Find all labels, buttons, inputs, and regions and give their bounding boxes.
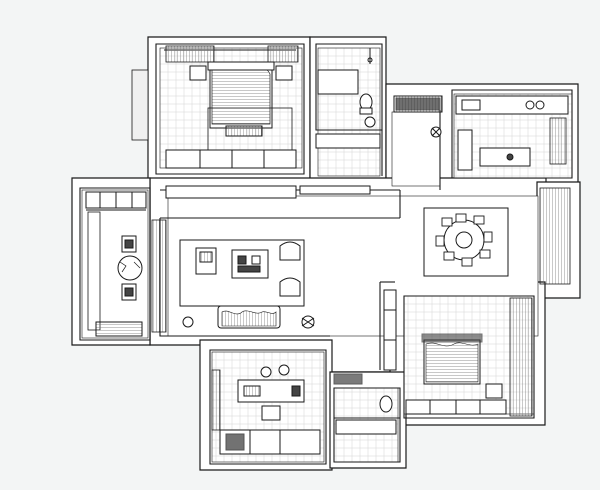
bathroom-south-fixtures [333, 373, 397, 435]
master-headboard [207, 61, 275, 71]
hall-cabinet [299, 185, 371, 195]
bath-doorway [333, 373, 363, 385]
entry-door [395, 97, 441, 111]
kitchen-hob [525, 100, 535, 110]
window-living-west [151, 219, 167, 333]
bathroom-north-fixtures [315, 48, 381, 149]
coffee-table [231, 249, 269, 279]
living-furniture [179, 239, 397, 371]
dining-chairs [435, 213, 493, 267]
tv-cabinet [383, 289, 397, 371]
windows [87, 45, 571, 431]
vanity-north [315, 133, 381, 149]
window-master-west [131, 69, 149, 141]
bedroom-east-nightstand [485, 383, 503, 399]
lounge-chair-2 [279, 277, 301, 297]
bedroom-east-furniture [405, 333, 507, 415]
kitchen-furniture [455, 95, 569, 171]
master-bedroom-furniture [165, 61, 297, 169]
window-kitchen-east [549, 117, 567, 165]
study-furniture [85, 191, 147, 337]
bedroom-south-chair [261, 405, 281, 421]
kitchen-fridge [457, 129, 473, 171]
study-planter [95, 321, 143, 337]
nightstand-left [189, 65, 207, 81]
nightstand-right [275, 65, 293, 81]
bedroom-south-furniture [219, 364, 321, 455]
shower-north [317, 69, 359, 95]
pendant-lamp-2 [278, 364, 290, 376]
window-bedroom-east [509, 297, 533, 417]
pendant-lamp-1 [260, 366, 272, 378]
vanity-south [335, 419, 397, 435]
living-plant-left [182, 316, 194, 328]
window-master-north-2 [267, 45, 299, 63]
study-side-table [117, 255, 143, 281]
master-bench [225, 125, 263, 137]
window-balcony-east [539, 187, 571, 285]
kitchen-island [479, 147, 531, 167]
dining-furniture [423, 207, 509, 277]
inner-walls [79, 43, 573, 465]
master-wardrobe [165, 149, 297, 169]
entry-area [165, 95, 443, 199]
hallway-floor [391, 111, 441, 187]
kitchen-sink [461, 99, 481, 111]
sink-north [364, 116, 376, 128]
window-bedroom-south-west [211, 369, 221, 431]
hall-console [165, 185, 297, 199]
lounge-chair-1 [279, 241, 301, 261]
window-master-north [165, 45, 215, 63]
toilet-south [379, 395, 393, 413]
window-study-west [87, 211, 101, 331]
